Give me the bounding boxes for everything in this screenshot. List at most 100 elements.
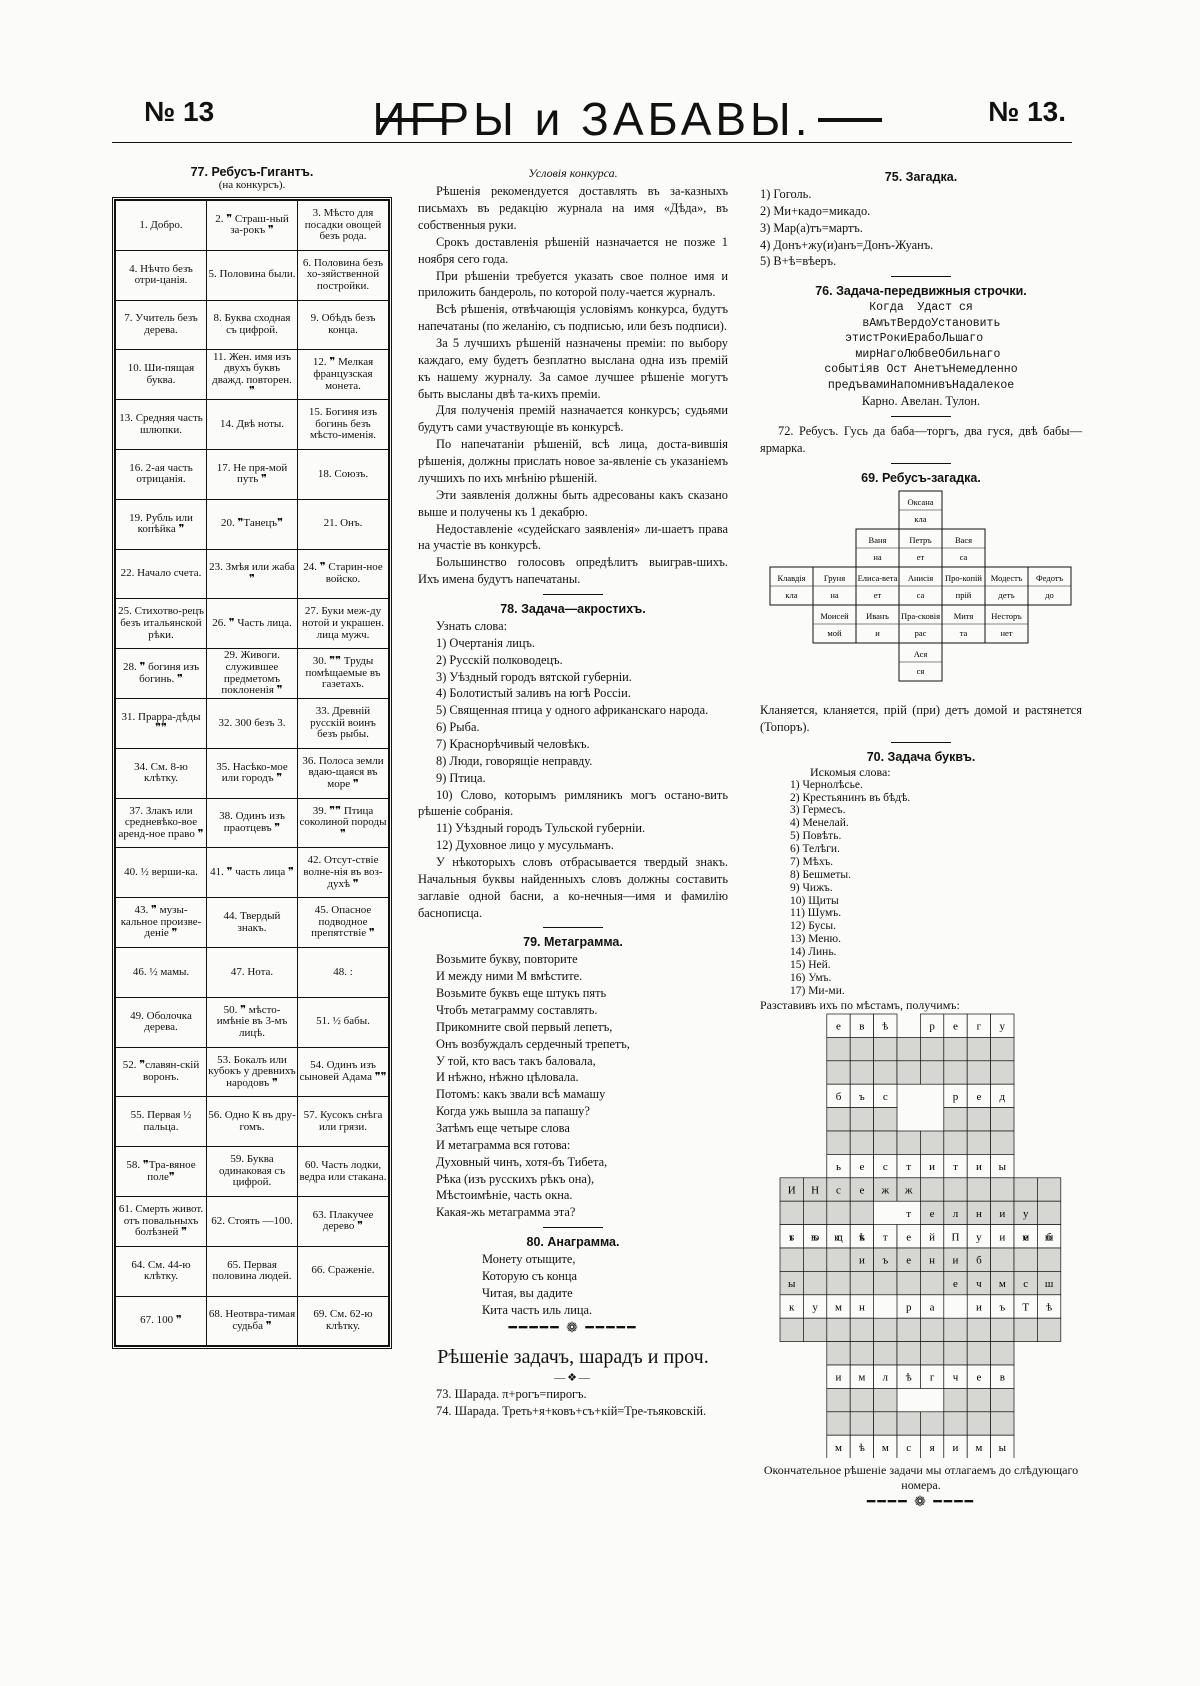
rebus-row: 43. ❞ музы-кальное произве-деніе ❞44. Тв… xyxy=(115,897,389,948)
rebus-row: 4. Нѣчто безъ отри-цанія.5. Половина был… xyxy=(115,249,389,301)
grid-letter: н xyxy=(859,1302,865,1314)
acrostic-item: 11) Уѣздный городъ Тульской губерніи. xyxy=(436,821,646,836)
cross-row3-syllable: до xyxy=(1045,590,1054,600)
grid-letter: ж xyxy=(880,1185,889,1197)
task70-word: 2) Крестьянинъ въ бѣдѣ. xyxy=(790,791,911,804)
grid-letter: ѣ xyxy=(859,1442,865,1454)
rebus-cell: 48. : xyxy=(297,946,389,998)
grid-letter: у xyxy=(1000,1021,1006,1033)
rebus-cell: 63. Плакучее дерево ❞ xyxy=(297,1195,389,1247)
grid-letter: с xyxy=(883,1161,888,1173)
cross-row3-name: Модестъ xyxy=(991,573,1023,583)
cross-row2-name: Ваня xyxy=(869,535,887,545)
grid-letter: у xyxy=(812,1302,818,1314)
rebus-cell: 59. Буква одинаковая съ цифрой. xyxy=(206,1146,298,1197)
grid-cell xyxy=(849,1200,874,1225)
cross-top-syllable: кла xyxy=(914,514,926,524)
grid-letter: м xyxy=(835,1302,842,1314)
grid-cell xyxy=(873,1388,898,1413)
grid-letter: е xyxy=(859,1161,864,1173)
rebus-giant: 77. Ребусъ-Гигантъ. (на конкурсъ). 1. До… xyxy=(112,165,392,1350)
rebus-row: 16. 2-ая часть отрицанія.17. Не пря-мой … xyxy=(115,448,389,500)
task70-word: 16) Умъ. xyxy=(790,971,832,984)
grid-letter: т xyxy=(906,1161,911,1173)
rebus-cell: 50. ❞ мѣсто-имѣніе въ 3-мъ лицѣ. xyxy=(206,996,298,1048)
rebus-cell: 42. Отсут-ствіе волне-нія въ воз-духѣ ❞ xyxy=(297,847,389,899)
metagram-line: Затѣмъ еще четыре слова xyxy=(436,1121,570,1135)
grid-cell xyxy=(803,1200,828,1225)
grid-cell xyxy=(896,1317,921,1342)
rebus-cell: 38. Одинъ изъ праотцевъ ❞ xyxy=(206,797,298,849)
grid-cell xyxy=(920,1037,945,1062)
grid-letter: ъ xyxy=(999,1302,1005,1314)
rebus-cell: 8. Буква сходная съ цифрой. xyxy=(206,299,298,351)
rebus-cell: 58. ❞Тра-вяное поле❞ xyxy=(115,1146,207,1197)
rebus-row: 22. Начало счета.23. Змѣя или жаба ❞24. … xyxy=(115,548,389,600)
task76-line: событіяв Ост АнетъНемедленно xyxy=(824,363,1018,377)
rebus-cell: 3. Мѣсто для посадки овощей безъ рода. xyxy=(297,200,389,251)
divider xyxy=(891,462,951,464)
rebus-cell: 12. ❞ Мелкая французская монета. xyxy=(297,349,389,401)
grid-cell xyxy=(873,1130,898,1155)
rebus-cell: 41. ❞ часть лица ❞ xyxy=(206,847,298,899)
metagram-line: И нѣжно, нѣжно цѣловала. xyxy=(436,1070,579,1085)
grid-cell xyxy=(849,1341,874,1366)
rebus-row: 13. Средняя часть шлюпки.14. Двѣ ноты.15… xyxy=(115,399,389,450)
task76-line: мирНагоЛюбвеОбильнаго xyxy=(841,347,1001,361)
task70-word: 17) Ми-ми. xyxy=(790,984,845,997)
grid-cell xyxy=(966,1341,991,1366)
grid-cell xyxy=(1037,1247,1062,1272)
acrostic-title: 78. Задача—акростихъ. xyxy=(500,601,646,616)
task70-closing: Окончательное рѣшеніе задачи мы отлагаем… xyxy=(763,1462,1079,1492)
grid-letter: у xyxy=(1023,1208,1029,1220)
rebus-table: 1. Добро.2. ❞ Страш-ный за-рокъ ❞3. Мѣст… xyxy=(112,197,392,1350)
task70-word: 8) Бешметы. xyxy=(790,868,852,881)
grid-letter: б xyxy=(976,1255,982,1267)
riddle75-item: 2) Ми+кадо=микадо. xyxy=(760,203,871,218)
acrostic-item: 9) Птица. xyxy=(436,770,486,785)
rebus-cell: 54. Одинъ изъ сыновей Адама ❞❞ xyxy=(297,1046,389,1098)
cross-row3-name: Федотъ xyxy=(1036,573,1064,583)
grid-cell xyxy=(1013,1317,1038,1342)
metagram-line: Онъ возбуждалъ сердечный трепетъ, xyxy=(436,1036,630,1051)
issue-number-left: № 13 xyxy=(144,96,215,127)
header-dash-right xyxy=(818,118,882,122)
grid-cell xyxy=(990,1037,1015,1062)
grid-cell xyxy=(990,1130,1015,1155)
grid-cell xyxy=(966,1317,991,1342)
rebus-cell: 66. Сраженіе. xyxy=(297,1245,389,1297)
grid-letter: ъ xyxy=(882,1255,888,1267)
divider xyxy=(891,416,951,418)
grid-letter: е xyxy=(859,1185,864,1197)
rebus-cell: 35. Насѣко-мое или городъ ❞ xyxy=(206,747,298,799)
grid-cell xyxy=(826,1107,851,1132)
grid-letter: с xyxy=(1023,1278,1028,1290)
grid-cell xyxy=(943,1317,968,1342)
rebus-row: 49. Оболочка дерева.50. ❞ мѣсто-имѣніе в… xyxy=(115,996,389,1048)
grid-letter: б xyxy=(1046,1231,1052,1243)
cross-row2-syllable: на xyxy=(873,552,882,562)
ornament-divider: ━━━━━ ❁ ━━━━━ xyxy=(508,1320,638,1336)
grid-letter: И xyxy=(788,1185,796,1197)
grid-letter: щ xyxy=(834,1231,843,1243)
rebus-cell: 6. Половина безъ хо-зяйственной постройк… xyxy=(297,249,389,301)
grid-cell xyxy=(990,1177,1015,1202)
cross-row4-syllable: мой xyxy=(827,628,842,638)
header-dash-left xyxy=(380,118,444,122)
grid-letter: ч xyxy=(953,1372,959,1384)
page-title: ИГРЫ и ЗАБАВЫ. xyxy=(372,93,812,145)
task70-word: 12) Бусы. xyxy=(790,920,836,933)
grid-cell xyxy=(826,1388,851,1413)
task70-word: 5) Повѣть. xyxy=(790,830,842,843)
right-column: 75. Загадка. 1) Гоголь.2) Ми+кадо=микадо… xyxy=(760,165,1082,1512)
rebus-cell: 37. Злакъ или средневѣко-вое аренд-ное п… xyxy=(115,797,207,849)
ornament-small: —❖— xyxy=(554,1371,592,1384)
grid-letter: ь xyxy=(789,1231,794,1243)
rebus-cell: 65. Первая половина людей. xyxy=(206,1245,298,1297)
rebus-cell: 68. Неотвра-тимая судьба ❞ xyxy=(206,1295,298,1347)
grid-letter: н xyxy=(976,1208,982,1220)
cross-top-name: Оксана xyxy=(907,497,933,507)
riddle75-title: 75. Загадка. xyxy=(884,170,958,184)
